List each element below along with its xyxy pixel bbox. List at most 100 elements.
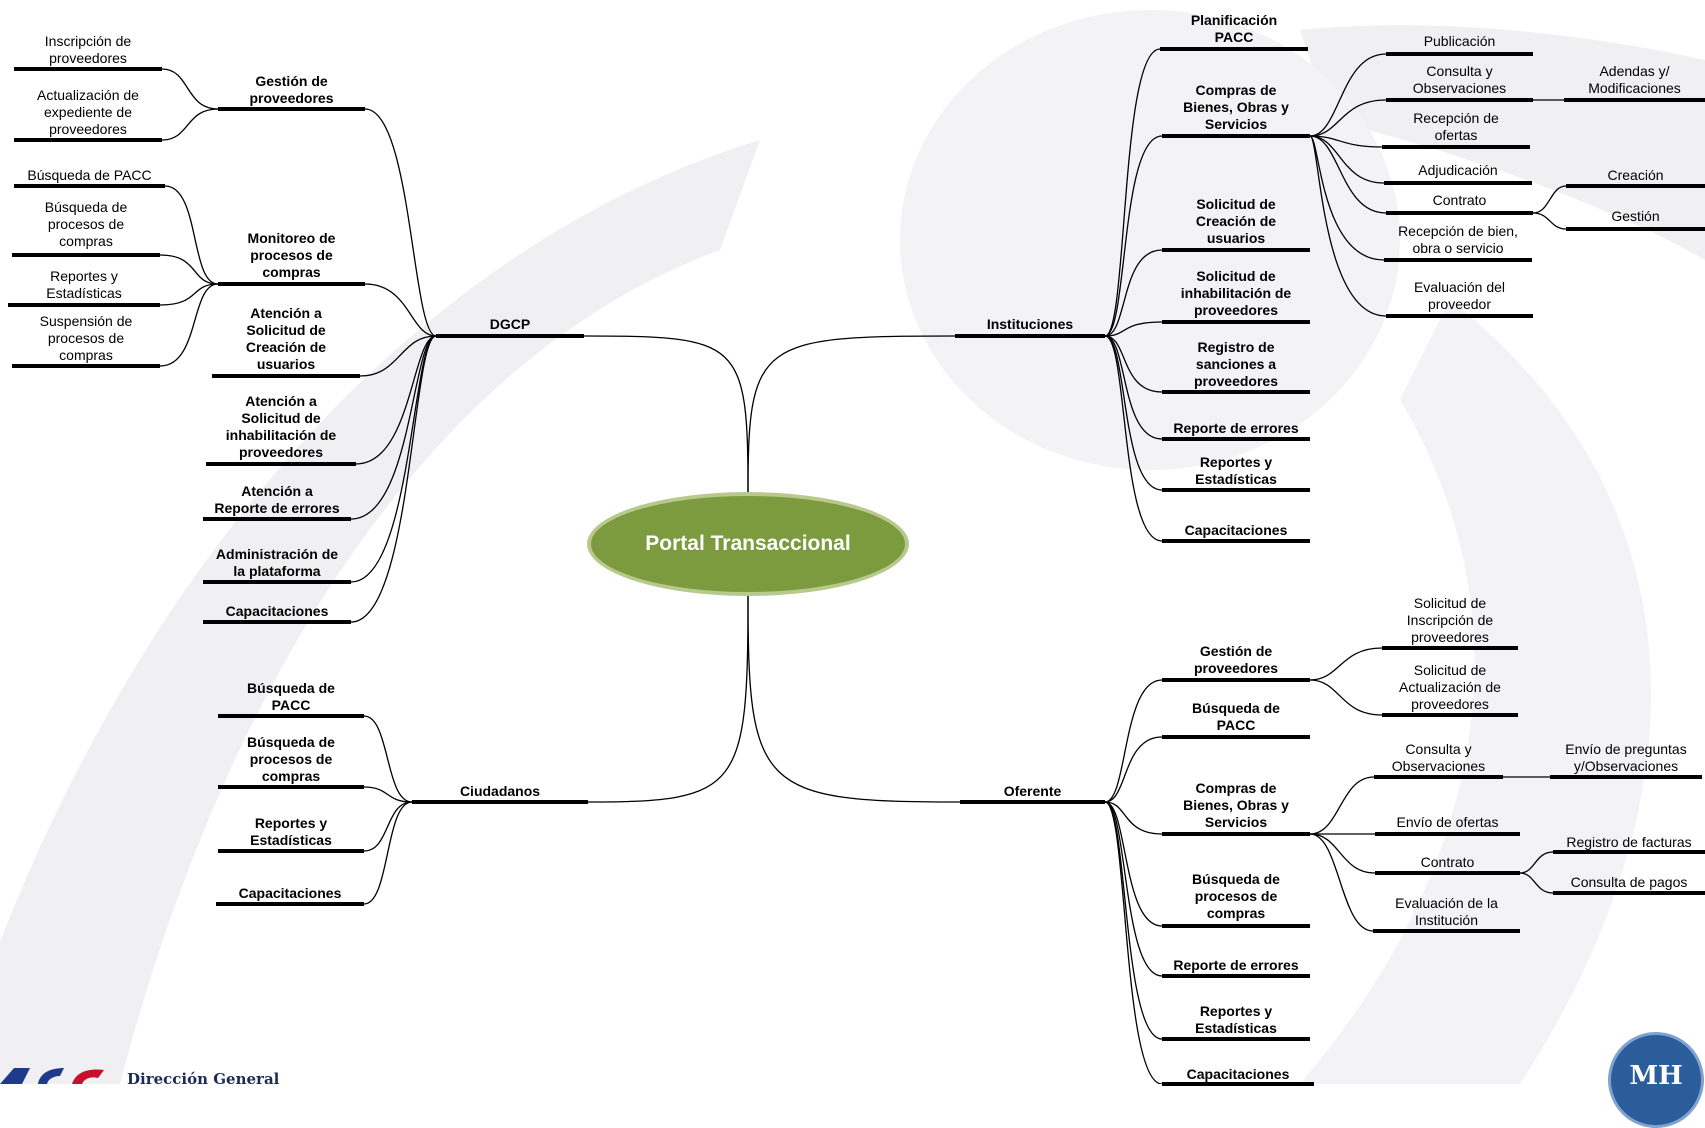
oferente-compras-consulta-pagos-label: Consulta de pagos: [1570, 874, 1688, 890]
dgcp-gestion-inscripcion-underline: [14, 67, 162, 71]
inst-compras-contrato-creacion-label: Creación: [1607, 167, 1664, 183]
branch-dgcp-label: DGCP: [489, 316, 531, 332]
ministry-seal-letters: MH: [1629, 1061, 1683, 1091]
inst-solicitud-inhabilitacion-label: Solicitud de inhabilitación de proveedor…: [1180, 268, 1292, 318]
oferente-compras-envio-ofertas-underline: [1375, 832, 1520, 836]
oferente-compras-label: Compras de Bienes, Obras y Servicios: [1183, 780, 1289, 830]
oferente-compras-envio-preguntas-underline: [1550, 775, 1702, 779]
dgcp-monitoreo-suspension-label: Suspensión de procesos de compras: [39, 313, 133, 363]
inst-compras-contrato-gestion-label: Gestión: [1611, 208, 1660, 224]
inst-compras-recepcion-ofertas-underline: [1382, 145, 1530, 149]
dgcp-capacitaciones-label: Capacitaciones: [225, 603, 329, 619]
inst-solicitud-creacion-label: Solicitud de Creación de usuarios: [1195, 196, 1277, 246]
inst-compras-recepcion-ofertas-label: Recepción de ofertas: [1413, 110, 1499, 143]
inst-solicitud-creacion-underline: [1162, 248, 1310, 252]
dgcp-atencion-errores-label: Atención a Reporte de errores: [214, 483, 340, 516]
inst-compras-consulta-label: Consulta y Observaciones: [1412, 63, 1507, 96]
ciudadanos-busqueda-procesos-underline: [218, 785, 364, 789]
inst-registro-sanciones-underline: [1162, 390, 1310, 394]
oferente-busqueda-procesos-label: Búsqueda de procesos de compras: [1192, 871, 1280, 921]
oferente-busqueda-pacc-label: Búsqueda de PACC: [1192, 700, 1280, 733]
dgcp-monitoreo-busqueda-pacc-label: Búsqueda de PACC: [27, 167, 152, 183]
dgcp-atencion-creacion-label: Atención a Solicitud de Creación de usua…: [245, 305, 327, 372]
ciudadanos-reportes-underline: [218, 849, 364, 853]
ciudadanos-busqueda-pacc-underline: [218, 714, 364, 718]
oferente-compras-envio-ofertas-label: Envío de ofertas: [1396, 814, 1499, 830]
inst-reportes-underline: [1162, 488, 1310, 492]
dgcp-gestion-actualizacion-underline: [14, 138, 162, 142]
inst-compras-consulta-underline: [1386, 98, 1533, 102]
inst-capacitaciones-underline: [1162, 539, 1310, 543]
inst-compras-underline: [1162, 134, 1310, 138]
oferente-compras-consulta-underline: [1374, 775, 1503, 779]
oferente-gestion-underline: [1162, 678, 1310, 682]
inst-planificacion-label: Planificación PACC: [1190, 12, 1278, 45]
connector-lines: [159, 48, 1567, 1084]
dgcp-monitoreo-reportes-underline: [8, 303, 160, 307]
background-swoosh-top: [1300, 25, 1705, 261]
inst-compras-contrato-label: Contrato: [1432, 192, 1487, 208]
dgcp-monitoreo-reportes-label: Reportes y Estadísticas: [46, 268, 122, 301]
dgcp-monitoreo-underline: [218, 282, 365, 286]
oferente-capacitaciones-underline: [1162, 1082, 1314, 1086]
ciudadanos-reportes-label: Reportes y Estadísticas: [250, 815, 332, 848]
dgcp-atencion-errores-underline: [203, 517, 351, 521]
inst-compras-publicacion-label: Publicación: [1423, 33, 1496, 49]
oferente-busqueda-procesos-underline: [1162, 924, 1310, 928]
dgcp-administracion-label: Administración de la plataforma: [215, 546, 339, 579]
branch-oferente-underline: [960, 800, 1105, 804]
inst-reporte-errores-label: Reporte de errores: [1173, 420, 1299, 436]
branch-instituciones-label: Instituciones: [986, 316, 1074, 332]
oferente-compras-consulta-label: Consulta y Observaciones: [1391, 741, 1486, 774]
inst-compras-publicacion-underline: [1386, 52, 1533, 56]
central-node: Portal Transaccional: [587, 492, 909, 596]
inst-compras-adjudicacion-underline: [1384, 181, 1532, 185]
oferente-reporte-errores-underline: [1162, 974, 1310, 978]
oferente-reportes-underline: [1162, 1037, 1310, 1041]
oferente-compras-evaluacion-label: Evaluación de la Institución: [1395, 895, 1498, 928]
oferente-compras-envio-preguntas-label: Envío de preguntas y/Observaciones: [1565, 741, 1687, 774]
oferente-capacitaciones-label: Capacitaciones: [1186, 1066, 1290, 1082]
oferente-compras-consulta-pagos-underline: [1553, 891, 1705, 895]
oferente-compras-registro-facturas-label: Registro de facturas: [1566, 834, 1692, 850]
branch-dgcp-underline: [436, 334, 584, 338]
inst-capacitaciones-label: Capacitaciones: [1184, 522, 1288, 538]
dgcp-monitoreo-label: Monitoreo de procesos de compras: [247, 230, 336, 280]
mind-map-canvas: [0, 10, 1705, 1084]
background-swoosh-right: [1300, 300, 1652, 1084]
dgcp-atencion-inhabilitacion-underline: [206, 462, 356, 466]
inst-compras-recepcion-bien-label: Recepción de bien, obra o servicio: [1398, 223, 1518, 256]
inst-compras-recepcion-bien-underline: [1384, 258, 1532, 262]
inst-compras-adendas-underline: [1564, 98, 1705, 102]
inst-compras-label: Compras de Bienes, Obras y Servicios: [1183, 82, 1289, 132]
oferente-compras-contrato-underline: [1375, 871, 1520, 875]
oferente-gestion-actualizacion-underline: [1382, 713, 1518, 717]
inst-compras-contrato-creacion-underline: [1566, 184, 1705, 188]
dgcp-capacitaciones-underline: [203, 620, 351, 624]
oferente-compras-evaluacion-underline: [1373, 929, 1520, 933]
background-circle: [900, 10, 1400, 470]
dgcp-gestion-label: Gestión de proveedores: [249, 73, 334, 106]
inst-compras-adendas-label: Adendas y/ Modificaciones: [1588, 63, 1681, 96]
oferente-compras-contrato-label: Contrato: [1420, 854, 1475, 870]
oferente-gestion-actualizacion-label: Solicitud de Actualización de proveedore…: [1399, 662, 1501, 712]
oferente-compras-underline: [1162, 832, 1310, 836]
dgcp-atencion-inhabilitacion-label: Atención a Solicitud de inhabilitación d…: [225, 393, 337, 460]
inst-compras-adjudicacion-label: Adjudicación: [1418, 162, 1498, 178]
inst-compras-evaluacion-label: Evaluación del proveedor: [1413, 279, 1506, 312]
inst-compras-evaluacion-underline: [1386, 314, 1533, 318]
ministry-seal: MH: [1608, 1032, 1704, 1128]
inst-registro-sanciones-label: Registro de sanciones a proveedores: [1193, 339, 1279, 389]
dgcp-monitoreo-busqueda-procesos-underline: [12, 253, 160, 257]
dgcp-gestion-inscripcion-label: Inscripción de proveedores: [44, 33, 132, 66]
ciudadanos-busqueda-procesos-label: Búsqueda de procesos de compras: [247, 734, 335, 784]
dgcp-gestion-underline: [218, 107, 365, 111]
dgcp-monitoreo-busqueda-procesos-label: Búsqueda de procesos de compras: [44, 199, 128, 249]
inst-reportes-label: Reportes y Estadísticas: [1195, 454, 1277, 487]
inst-compras-contrato-underline: [1386, 211, 1533, 215]
oferente-reporte-errores-label: Reporte de errores: [1173, 957, 1299, 973]
dgcp-monitoreo-suspension-underline: [12, 364, 160, 368]
inst-compras-contrato-gestion-underline: [1566, 227, 1705, 231]
branch-oferente-label: Oferente: [1003, 783, 1062, 799]
footer-institution-text: Dirección General: [127, 1070, 280, 1088]
